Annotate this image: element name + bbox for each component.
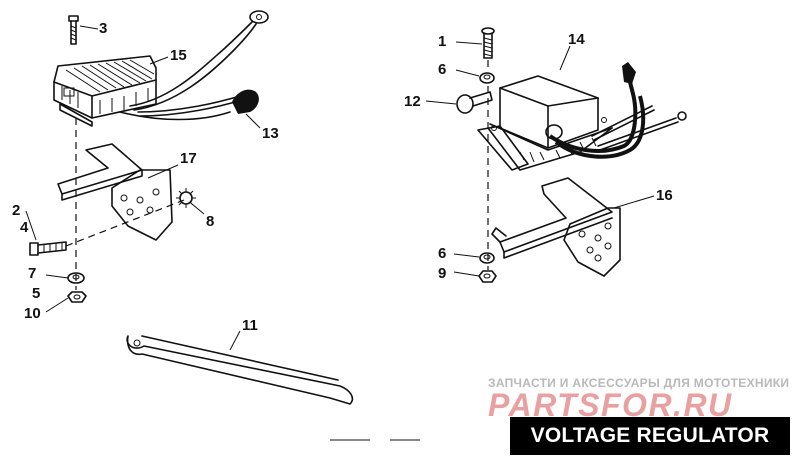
screw-1-drawing <box>481 27 495 59</box>
diagram-title: VOLTAGE REGULATOR <box>510 417 790 455</box>
callout-1: 1 <box>438 33 446 50</box>
bracket-17-drawing <box>57 143 173 241</box>
callout-3: 3 <box>99 20 107 37</box>
svg-text:PARTSFOR.RU: PARTSFOR.RU <box>488 387 733 422</box>
bolt-7-drawing <box>29 241 67 256</box>
callout-16: 16 <box>656 187 673 204</box>
lockwasher-8-drawing <box>176 188 196 208</box>
callout-15: 15 <box>170 47 187 64</box>
washer-6-bottom-drawing <box>479 252 495 264</box>
washer-6-top-drawing <box>479 72 495 84</box>
callout-5: 5 <box>32 285 40 302</box>
callout-14: 14 <box>568 31 585 48</box>
regulator-15-drawing <box>53 55 157 127</box>
callout-6-top: 6 <box>438 61 446 78</box>
callout-9: 9 <box>438 265 446 282</box>
callout-6-bottom: 6 <box>438 245 446 262</box>
boot-13-drawing <box>232 89 259 114</box>
nut-10-drawing <box>67 291 87 303</box>
watermark-logo: PARTSFOR.RU <box>488 387 733 422</box>
callout-2: 2 <box>12 202 20 219</box>
callout-10: 10 <box>24 305 41 322</box>
watermark-subtitle: ЗАПЧАСТИ И АКСЕССУАРЫ ДЛЯ МОТОТЕХНИКИ <box>488 376 790 390</box>
regulator-14-drawing <box>477 75 613 171</box>
strap-11-drawing <box>126 335 354 405</box>
leader-lines <box>25 25 655 351</box>
callout-11: 11 <box>242 317 258 334</box>
nut-9-drawing <box>478 270 497 283</box>
callout-4: 4 <box>20 219 29 236</box>
callout-12: 12 <box>404 93 421 110</box>
callout-7: 7 <box>28 265 36 282</box>
callout-8: 8 <box>206 213 214 230</box>
callout-17: 17 <box>180 150 197 167</box>
regulator-14-wires <box>548 62 687 159</box>
callout-13: 13 <box>262 125 279 142</box>
bolt-3-drawing <box>68 15 79 45</box>
bracket-16-drawing <box>491 177 621 277</box>
clip-12-drawing <box>456 91 493 114</box>
